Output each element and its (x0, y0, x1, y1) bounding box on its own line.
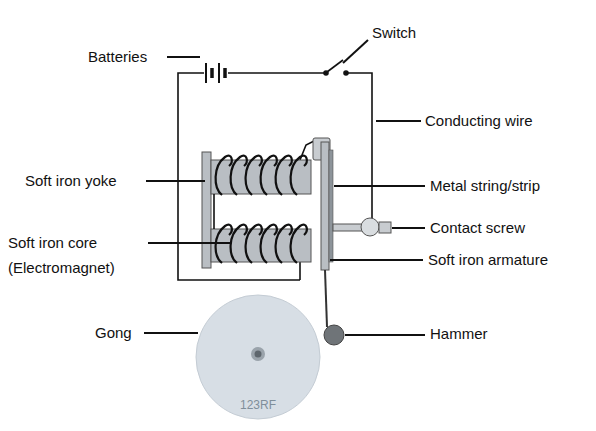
part-label: Soft iron core (Electromagnet) (8, 230, 136, 280)
coil-turn (216, 156, 232, 195)
gong (196, 295, 320, 419)
metal-strip (329, 150, 333, 262)
coil-turn (261, 156, 277, 195)
gong-bolt (255, 351, 262, 358)
part-label: Soft iron yoke (25, 168, 117, 193)
hammer (324, 325, 344, 345)
contact-screw (333, 218, 391, 236)
coil-turn (246, 225, 262, 263)
watermark: 123RF (240, 398, 276, 412)
coil-turn (231, 156, 247, 195)
part-label: Soft iron armature (428, 247, 548, 272)
coil-link-wire (213, 194, 215, 229)
coil-turn (291, 156, 307, 195)
coil-windings (216, 156, 307, 263)
circuit-wire (178, 73, 372, 280)
coil-turn (291, 225, 307, 263)
coil-turn (276, 156, 292, 195)
leader-line (144, 40, 425, 335)
part-label: Hammer (430, 321, 488, 346)
coil-turn (231, 225, 247, 263)
soft-iron-armature (321, 142, 329, 270)
coil-turn (246, 156, 262, 195)
soft-iron-yoke (202, 152, 211, 268)
part-label: Switch (372, 20, 416, 45)
battery-symbol (206, 63, 225, 83)
part-label: Contact screw (430, 215, 525, 240)
part-label: Metal string/strip (430, 173, 540, 198)
coil-turn (276, 225, 292, 263)
part-label: Gong (95, 320, 132, 345)
part-label: Conducting wire (425, 108, 533, 133)
gong-centre (251, 347, 265, 361)
hammer-rod (325, 270, 327, 327)
coil-turn (261, 225, 277, 263)
part-label: Batteries (88, 44, 147, 69)
